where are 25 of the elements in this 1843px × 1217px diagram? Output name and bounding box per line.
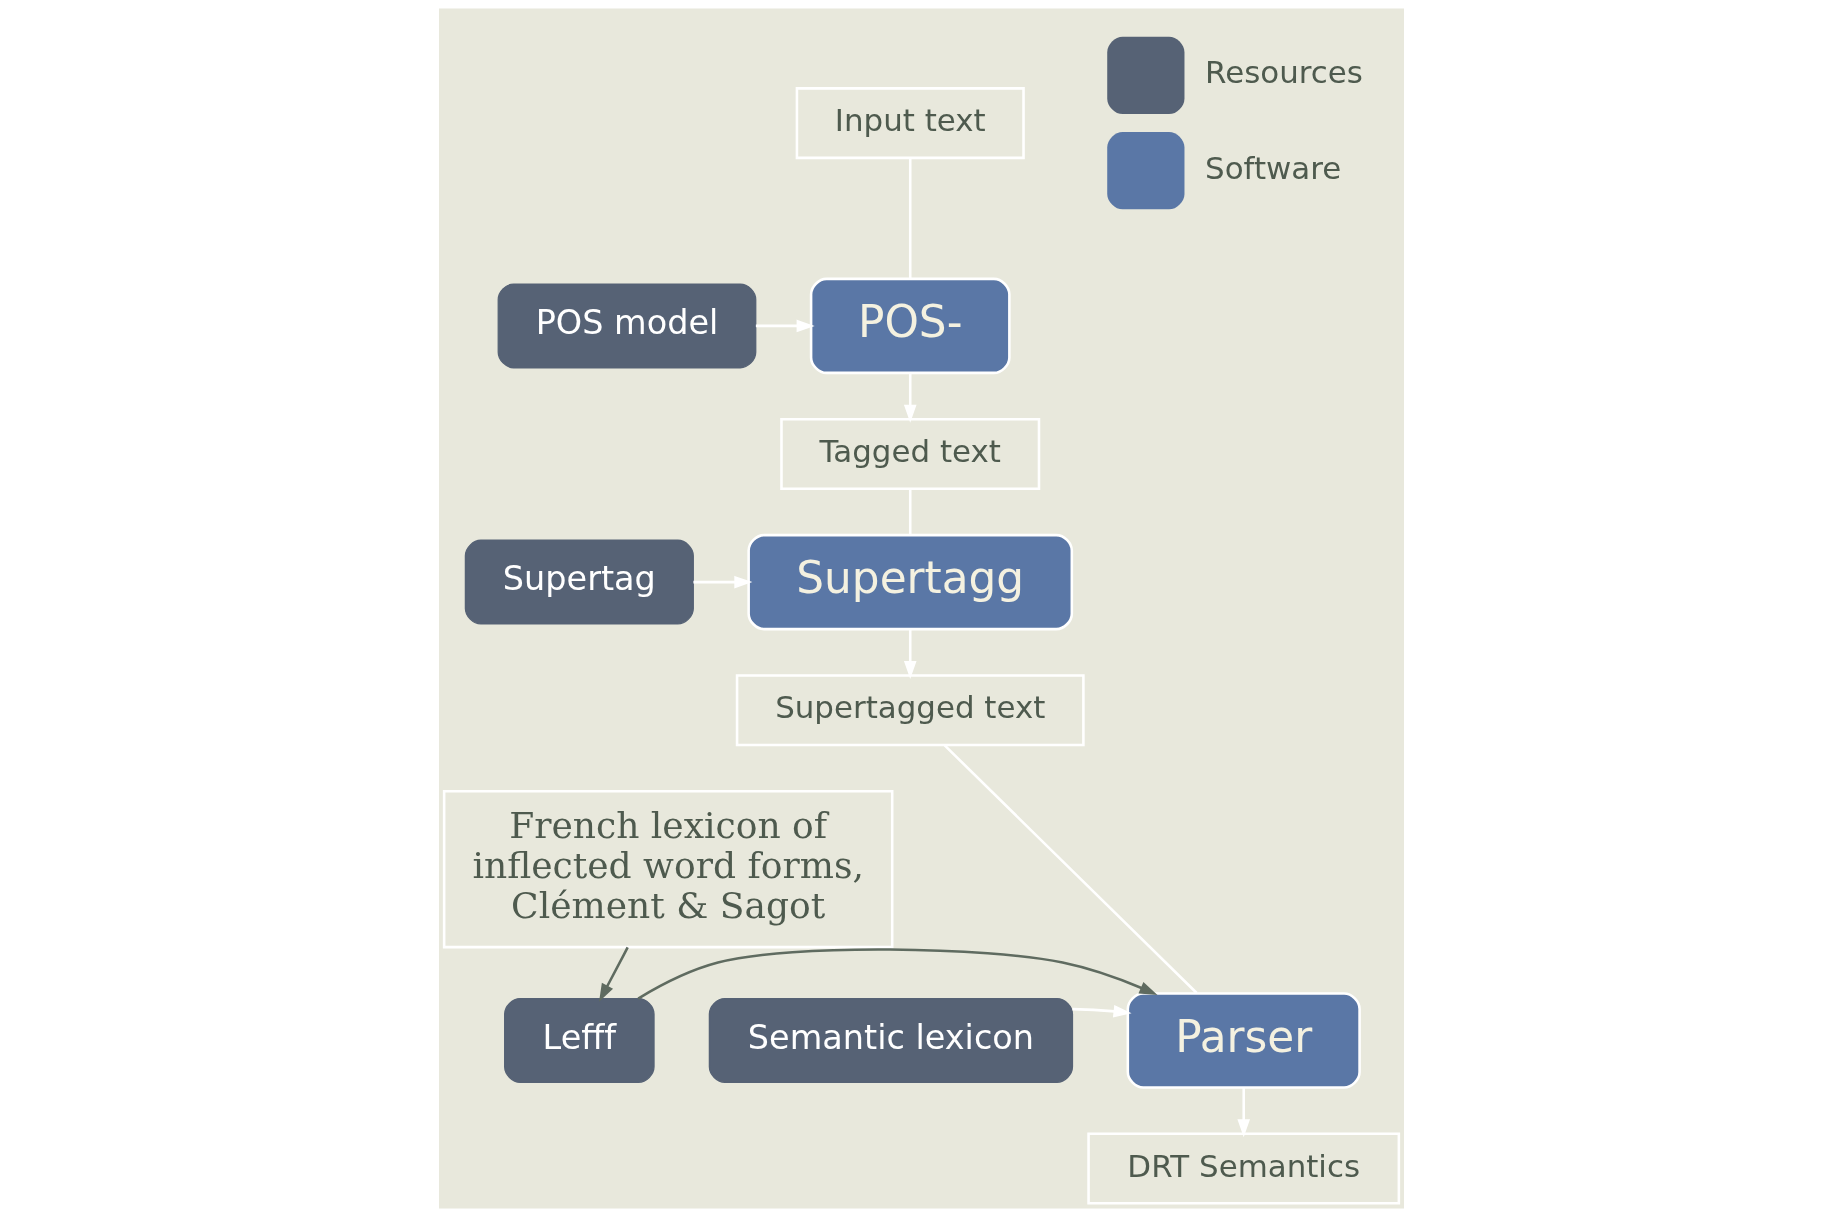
connector bbox=[908, 157, 912, 279]
arrow bbox=[755, 319, 815, 333]
node-box: French lexicon of inflected word forms, Clément & Sagot bbox=[442, 790, 894, 949]
legend-label: Software bbox=[1205, 149, 1342, 186]
node-box: Supertagg bbox=[747, 533, 1074, 631]
node-box: Lefff bbox=[504, 997, 655, 1083]
node-box: POS- bbox=[809, 277, 1011, 375]
arrow bbox=[1072, 1004, 1132, 1018]
arrow bbox=[903, 373, 917, 423]
arrow bbox=[637, 948, 1158, 1000]
arrow bbox=[599, 946, 629, 1002]
legend-label: Resources bbox=[1205, 54, 1363, 91]
connector bbox=[943, 744, 1198, 994]
node-box: DRT Semantics bbox=[1087, 1132, 1401, 1205]
node-box: Tagged text bbox=[780, 417, 1041, 491]
node-box: Supertagged text bbox=[735, 674, 1085, 747]
arrow bbox=[1237, 1087, 1251, 1138]
arrow bbox=[693, 575, 753, 589]
arrow bbox=[903, 629, 917, 679]
node-box: POS model bbox=[497, 283, 757, 369]
node-box: Parser bbox=[1126, 992, 1361, 1089]
connector bbox=[908, 488, 912, 535]
node-box: Input text bbox=[795, 87, 1025, 160]
node-box: Semantic lexicon bbox=[708, 997, 1074, 1083]
node-box: Supertag bbox=[464, 539, 694, 625]
